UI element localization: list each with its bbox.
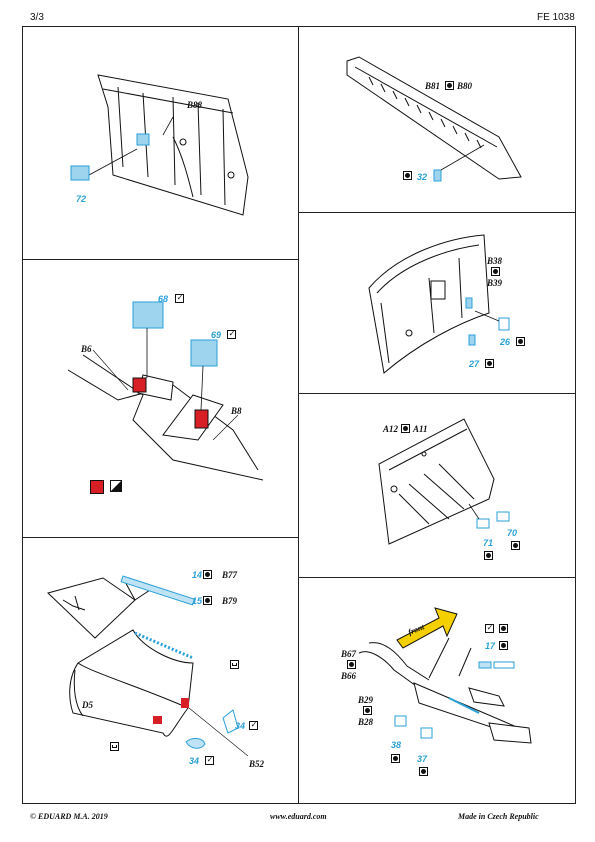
product-code: FE 1038 bbox=[537, 12, 575, 23]
label-b28: B28 bbox=[358, 717, 374, 727]
instruction-frame bbox=[22, 26, 576, 804]
bend-icon: ✓ bbox=[249, 720, 258, 730]
fold-icon bbox=[499, 641, 508, 650]
part-number-38: 38 bbox=[391, 740, 402, 750]
panel-b38-drawing bbox=[368, 234, 510, 374]
panel-b81-drawing bbox=[346, 56, 522, 182]
panel-b6-drawing bbox=[67, 301, 264, 481]
part-number-32: 32 bbox=[417, 172, 428, 182]
remove-part-icon bbox=[484, 551, 493, 560]
fold-icon bbox=[347, 660, 356, 669]
panel-b88: B88 72 bbox=[23, 27, 298, 259]
part-number-70: 70 bbox=[507, 528, 518, 538]
panel-b67-drawing bbox=[358, 607, 532, 744]
label-b77: B77 bbox=[222, 570, 238, 580]
bend-icon: ✓ bbox=[227, 329, 236, 339]
panel-b6-b8: 68 ✓ 69 ✓ B6 B8 bbox=[23, 260, 298, 537]
part-number-26: 26 bbox=[500, 337, 511, 347]
part-number-69: 69 bbox=[211, 330, 222, 340]
panel-b38-b39: B38 B39 26 27 bbox=[299, 213, 575, 393]
divider-right-3 bbox=[298, 577, 576, 578]
label-b29: B29 bbox=[358, 695, 374, 705]
panel-b88-drawing bbox=[70, 74, 249, 216]
center-divider bbox=[298, 26, 299, 804]
label-b39: B39 bbox=[487, 278, 503, 288]
label-b8: B8 bbox=[231, 406, 242, 416]
panel-a12-drawing bbox=[378, 418, 510, 545]
remove-part-icon bbox=[516, 337, 525, 346]
fold-icon bbox=[363, 706, 372, 715]
bend-icon: ✓ bbox=[485, 623, 494, 633]
footer-origin: Made in Czech Republic bbox=[458, 812, 539, 821]
label-b81: B81 bbox=[425, 81, 441, 91]
fold-icon bbox=[491, 267, 500, 276]
part-number-68: 68 bbox=[158, 294, 169, 304]
part-number-17: 17 bbox=[485, 641, 496, 651]
divider-right-2 bbox=[298, 393, 576, 394]
remove-part-icon bbox=[391, 754, 400, 763]
bend-icon bbox=[110, 742, 119, 751]
label-d5: D5 bbox=[82, 700, 93, 710]
bend-icon bbox=[230, 660, 239, 669]
label-a11: A11 bbox=[413, 424, 428, 434]
page-number: 3/3 bbox=[30, 12, 44, 23]
remove-part-icon bbox=[485, 359, 494, 368]
remove-part-icon bbox=[403, 171, 412, 180]
label-b67: B67 bbox=[341, 649, 357, 659]
part-number-34-b: 34 bbox=[189, 756, 200, 766]
label-b52: B52 bbox=[249, 759, 265, 769]
fold-icon bbox=[203, 570, 212, 579]
part-number-37: 37 bbox=[417, 754, 428, 764]
part-number-14: 14 bbox=[192, 570, 203, 580]
footer-website: www.eduard.com bbox=[270, 812, 327, 821]
paint-icon bbox=[110, 480, 122, 492]
label-b6: B6 bbox=[81, 344, 92, 354]
panel-b67-b66: front ✓ 17 B67 B66 B29 B28 38 37 bbox=[299, 578, 575, 803]
bend-icon: ✓ bbox=[205, 755, 214, 765]
label-b80: B80 bbox=[457, 81, 473, 91]
paint-red-swatch bbox=[90, 480, 104, 494]
fold-icon bbox=[203, 596, 212, 605]
fold-icon bbox=[401, 424, 410, 433]
panel-a12-a11: A12 A11 71 70 bbox=[299, 394, 575, 577]
part-number-15: 15 bbox=[192, 596, 203, 606]
label-b38: B38 bbox=[487, 256, 503, 266]
label-b88: B88 bbox=[187, 100, 203, 110]
fold-icon bbox=[499, 624, 508, 633]
part-number-71: 71 bbox=[483, 538, 494, 548]
divider-left-2 bbox=[22, 537, 299, 538]
remove-part-icon bbox=[419, 767, 428, 776]
panel-d5: 14 B77 15 B79 D5 34 ✓ 34 ✓ B52 bbox=[23, 538, 298, 803]
part-number-34-a: 34 bbox=[235, 721, 246, 731]
divider-left-1 bbox=[22, 259, 299, 260]
footer-copyright: © EDUARD M.A. 2019 bbox=[30, 812, 108, 821]
fold-icon bbox=[445, 81, 454, 90]
divider-right-1 bbox=[298, 212, 576, 213]
remove-part-icon bbox=[511, 541, 520, 550]
label-a12: A12 bbox=[383, 424, 399, 434]
part-number-27: 27 bbox=[469, 359, 480, 369]
panel-b81-b80: B81 B80 32 bbox=[299, 27, 575, 212]
panel-d5-drawing bbox=[47, 575, 249, 757]
label-b66: B66 bbox=[341, 671, 357, 681]
bend-icon: ✓ bbox=[175, 293, 184, 303]
label-b79: B79 bbox=[222, 596, 238, 606]
part-number-72: 72 bbox=[76, 194, 87, 204]
